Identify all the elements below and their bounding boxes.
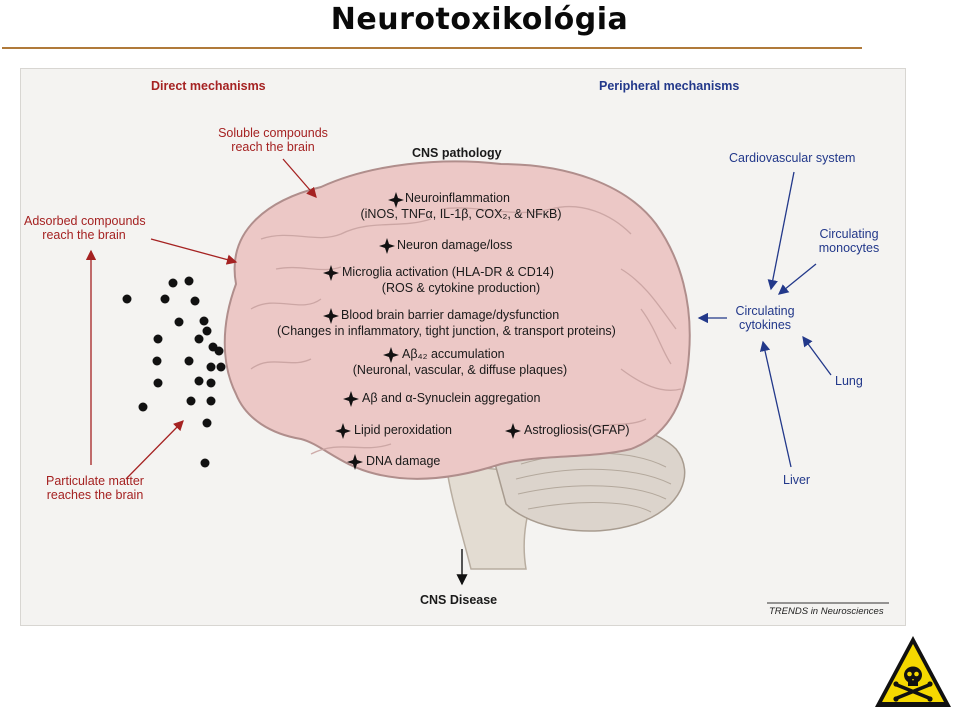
pathology-item: Aβ₄₂ accumulation: [402, 347, 505, 361]
pathology-item: Aβ and α-Synuclein aggregation: [362, 391, 541, 405]
pathology-item: DNA damage: [366, 454, 441, 468]
toxic-hazard-icon: [875, 636, 951, 707]
pathology-item-detail: (ROS & cytokine production): [381, 281, 541, 295]
peripheral-mechanisms-title: Peripheral mechanisms: [599, 79, 740, 93]
pathology-item: Microglia activation (HLA-DR & CD14): [342, 265, 554, 279]
cns-disease-label: CNS Disease: [420, 593, 498, 607]
pathology-item-detail: (iNOS, TNFα, IL-1β, COX₂, & NFκB): [360, 207, 562, 221]
liver-label: Liver: [783, 473, 811, 487]
pathology-item: Astrogliosis(GFAP): [524, 423, 630, 437]
pathology-item: Lipid peroxidation: [354, 423, 452, 437]
brain-illustration: [85, 158, 889, 604]
pathology-item-detail: (Neuronal, vascular, & diffuse plaques): [352, 363, 568, 377]
pathology-item: Neuron damage/loss: [397, 238, 513, 252]
pathology-item-detail: (Changes in inflammatory, tight junction…: [277, 324, 616, 338]
direct-mechanisms-title: Direct mechanisms: [151, 79, 266, 93]
title-underline: [2, 47, 862, 49]
source-credit: TRENDS in Neurosciences: [769, 606, 884, 617]
cerebrum: [223, 160, 691, 480]
pathology-item: Blood brain barrier damage/dysfunction: [341, 308, 560, 322]
lung-label: Lung: [835, 374, 863, 388]
cns-pathology-title: CNS pathology: [412, 146, 502, 160]
cardiovascular-label: Cardiovascular system: [729, 151, 856, 165]
page-title: Neurotoxikológia: [330, 2, 629, 37]
particulate-dots: [122, 276, 226, 468]
brain-diagram: Direct mechanisms Peripheral mechanisms …: [20, 68, 906, 626]
pathology-bullets: [323, 192, 521, 470]
pathology-item: Neuroinflammation: [405, 191, 510, 205]
